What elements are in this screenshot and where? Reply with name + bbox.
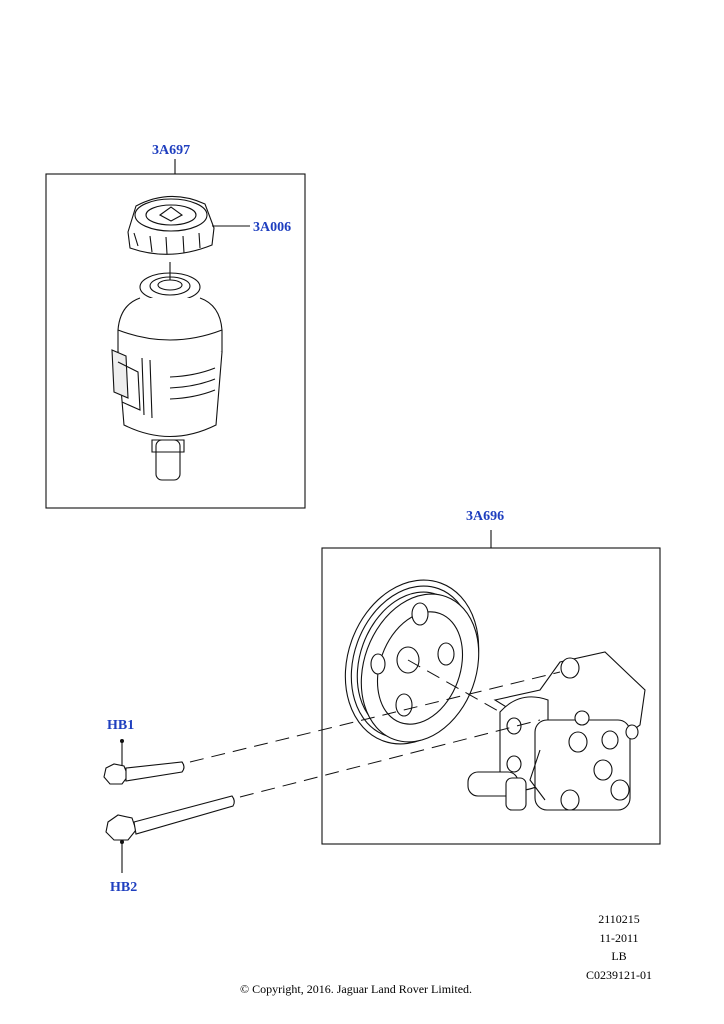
- alignment-line-hb1: [189, 671, 561, 763]
- alignment-line-hb2: [239, 719, 541, 798]
- copyright-text: © Copyright, 2016. Jaguar Land Rover Lim…: [239, 982, 473, 996]
- alignment-line-pulley: [407, 659, 501, 713]
- bolt-hb2-drawing: [105, 795, 235, 873]
- meta-line-2: 11-2011: [599, 930, 639, 945]
- callout-3a696[interactable]: 3A696: [466, 509, 505, 524]
- meta-line-1: 2110215: [598, 912, 640, 926]
- meta-line-3: LB: [611, 949, 627, 963]
- callout-hb2[interactable]: HB2: [110, 880, 138, 895]
- reservoir-cap-drawing: [127, 195, 250, 255]
- bolt-hb1-drawing: [103, 739, 185, 785]
- meta-block: 2110215 11-2011 LB C0239121-01: [574, 910, 664, 984]
- reservoir-body-drawing: [111, 262, 223, 481]
- meta-line-4: C0239121-01: [586, 967, 652, 982]
- callout-3a006[interactable]: 3A006: [253, 220, 292, 235]
- callout-3a697[interactable]: 3A697: [152, 143, 191, 158]
- callout-hb1[interactable]: HB1: [107, 718, 135, 733]
- pump-body-drawing: [467, 651, 646, 811]
